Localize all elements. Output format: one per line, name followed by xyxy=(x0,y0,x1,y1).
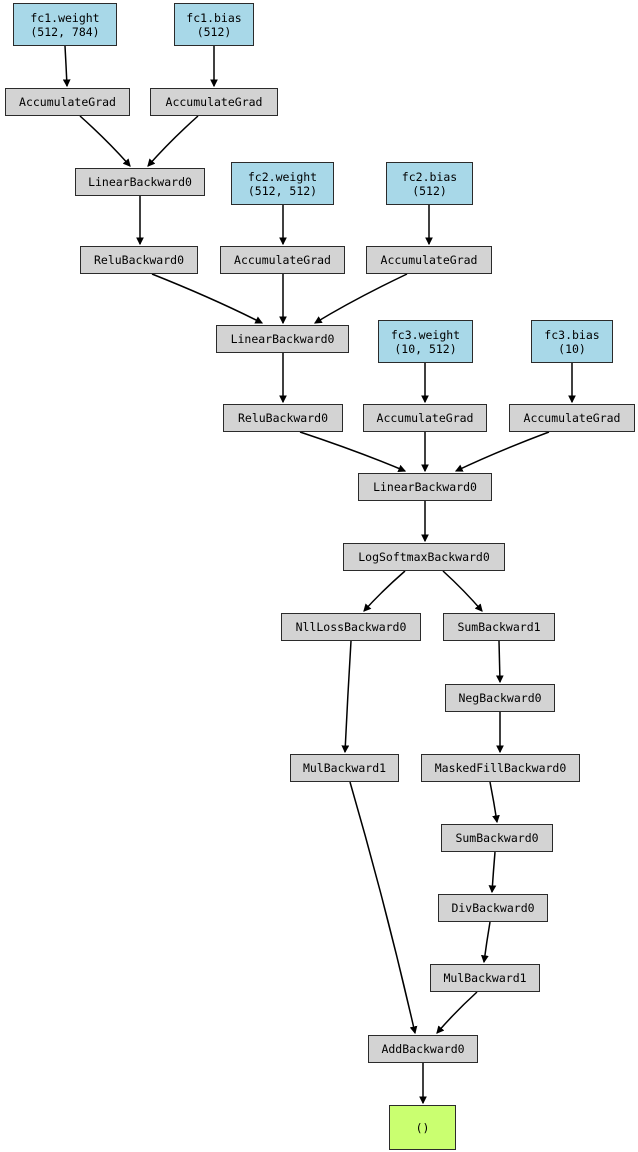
graph-node-label: AccumulateGrad xyxy=(165,95,263,109)
graph-node-neg[interactable]: NegBackward0 xyxy=(445,684,555,712)
graph-node-shape: () xyxy=(415,1120,430,1135)
graph-node-shape: (10, 512) xyxy=(394,341,457,356)
graph-node-label: fc3.weight xyxy=(390,327,461,342)
graph-node-ag4[interactable]: AccumulateGrad xyxy=(366,246,492,274)
graph-node-shape: (512, 784) xyxy=(30,24,100,39)
graph-edge xyxy=(495,640,504,684)
graph-node-sum0[interactable]: SumBackward0 xyxy=(441,824,553,852)
graph-node-ag2[interactable]: AccumulateGrad xyxy=(150,88,278,116)
graph-node-div[interactable]: DivBackward0 xyxy=(438,894,548,922)
graph-node-label: AddBackward0 xyxy=(381,1042,465,1056)
graph-node-mul1[interactable]: MulBackward1 xyxy=(290,754,399,782)
graph-node-mul2[interactable]: MulBackward1 xyxy=(430,964,540,992)
graph-node-fc3b[interactable]: fc3.bias(10) xyxy=(531,320,613,363)
graph-node-label: SumBackward0 xyxy=(455,831,539,845)
graph-edge xyxy=(147,115,199,167)
graph-node-label: DivBackward0 xyxy=(451,901,535,915)
graph-node-sum1[interactable]: SumBackward1 xyxy=(443,613,555,641)
graph-node-label: LinearBackward0 xyxy=(230,332,335,346)
graph-node-lin3[interactable]: LinearBackward0 xyxy=(358,473,492,501)
graph-node-shape: (512) xyxy=(196,24,232,39)
graph-edge xyxy=(481,921,491,964)
graph-edge xyxy=(299,431,407,473)
graph-node-relu2[interactable]: ReluBackward0 xyxy=(223,404,343,432)
graph-node-label: fc3.bias xyxy=(544,327,600,342)
graph-node-fc2b[interactable]: fc2.bias(512) xyxy=(386,162,473,205)
graph-node-nll[interactable]: NllLossBackward0 xyxy=(281,613,421,641)
graph-node-lin1[interactable]: LinearBackward0 xyxy=(75,168,205,196)
graph-node-fc3w[interactable]: fc3.weight(10, 512) xyxy=(378,320,473,363)
graph-edge xyxy=(79,115,131,167)
graph-edge xyxy=(62,45,71,88)
graph-node-label: AccumulateGrad xyxy=(523,411,621,425)
graph-edge xyxy=(436,991,478,1034)
graph-node-fc2w[interactable]: fc2.weight(512, 512) xyxy=(231,162,334,205)
graph-edge xyxy=(349,781,418,1035)
graph-node-label: NegBackward0 xyxy=(458,691,542,705)
graph-node-label: fc2.weight xyxy=(247,169,318,184)
graph-node-label: MulBackward1 xyxy=(443,971,527,985)
graph-edge xyxy=(363,570,406,612)
graph-node-shape: (512) xyxy=(412,183,447,198)
graph-node-label: MulBackward1 xyxy=(302,761,387,775)
graph-node-shape: (10) xyxy=(558,341,586,356)
graph-node-label: fc1.bias xyxy=(186,10,242,25)
graph-edge xyxy=(454,431,550,472)
graph-node-lin2[interactable]: LinearBackward0 xyxy=(216,325,349,353)
graph-node-add[interactable]: AddBackward0 xyxy=(368,1035,478,1063)
graph-node-label: AccumulateGrad xyxy=(19,95,116,109)
graph-node-fc1w[interactable]: fc1.weight(512, 784) xyxy=(13,3,117,46)
graph-node-label: fc2.bias xyxy=(401,169,458,184)
graph-node-mfill[interactable]: MaskedFillBackward0 xyxy=(421,754,580,782)
graph-edge xyxy=(151,273,264,324)
graph-node-label: LogSoftmaxBackward0 xyxy=(358,550,490,564)
graph-node-shape: (512, 512) xyxy=(247,183,318,198)
graph-node-out[interactable]: () xyxy=(389,1105,456,1150)
graph-edge xyxy=(341,640,352,754)
graph-node-label: fc1.weight xyxy=(30,10,100,25)
graph-node-label: LinearBackward0 xyxy=(373,480,477,494)
graph-node-label: AccumulateGrad xyxy=(380,253,478,267)
graph-edge xyxy=(442,570,483,612)
graph-node-fc1b[interactable]: fc1.bias(512) xyxy=(174,3,254,46)
graph-node-label: NllLossBackward0 xyxy=(295,620,407,634)
graph-node-ag1[interactable]: AccumulateGrad xyxy=(5,88,130,116)
graph-edge xyxy=(489,781,500,824)
graph-node-ag6[interactable]: AccumulateGrad xyxy=(509,404,635,432)
graph-node-label: AccumulateGrad xyxy=(234,253,331,267)
graph-node-label: AccumulateGrad xyxy=(376,411,474,425)
graph-node-label: ReluBackward0 xyxy=(93,253,184,267)
graph-node-ag5[interactable]: AccumulateGrad xyxy=(363,404,487,432)
graph-node-label: SumBackward1 xyxy=(457,620,541,634)
graph-edge xyxy=(488,851,497,894)
graph-node-lsm[interactable]: LogSoftmaxBackward0 xyxy=(343,543,505,571)
graph-node-label: ReluBackward0 xyxy=(237,411,328,425)
graph-node-ag3[interactable]: AccumulateGrad xyxy=(220,246,345,274)
graph-edge xyxy=(313,273,408,324)
graph-node-label: LinearBackward0 xyxy=(88,175,192,189)
graph-node-relu1[interactable]: ReluBackward0 xyxy=(80,246,198,274)
graph-node-label: MaskedFillBackward0 xyxy=(434,761,567,775)
